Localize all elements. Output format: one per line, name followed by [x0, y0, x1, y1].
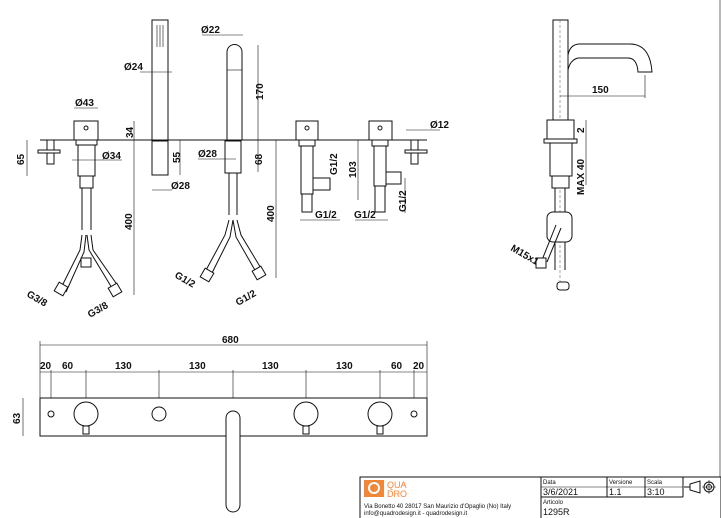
hand-shower	[151, 19, 169, 176]
dim-spacing: 60	[62, 361, 74, 372]
dim-height-103: 103	[348, 161, 359, 178]
article-value: 1295R	[543, 507, 570, 517]
date-label: Data	[543, 480, 556, 486]
version-label: Versione	[609, 480, 633, 486]
dim-thread-g12-hose-a: G1/2	[173, 270, 198, 291]
left-fixing-stud	[37, 139, 61, 165]
logo-text-qua: QUA	[387, 480, 407, 490]
company-contact: info@quadrodesign.it - quadrodesign.it	[364, 511, 467, 517]
dim-spacing: 60	[391, 361, 403, 372]
dim-thread-g38-b: G3/8	[86, 300, 111, 321]
dim-height-34: 34	[125, 126, 136, 138]
dim-hose-400-mid: 400	[266, 205, 277, 222]
dim-height-55: 55	[172, 151, 183, 163]
quadro-logo: QUA DRO	[364, 480, 407, 499]
dim-total-680: 680	[222, 335, 239, 346]
dim-spacing: 130	[336, 361, 353, 372]
dim-diameter-28-spout: Ø28	[198, 149, 217, 160]
dim-spacing: 130	[115, 361, 132, 372]
dim-thread-g38-a: G3/8	[25, 289, 50, 310]
scale-label: Scala	[647, 480, 663, 486]
dim-height-65: 65	[16, 153, 27, 165]
dim-gap-2: 2	[576, 127, 587, 133]
logo-text-dro: DRO	[387, 489, 407, 499]
date-value: 3/6/2021	[543, 487, 578, 497]
dim-thread-g12-h2: G1/2	[354, 210, 376, 221]
dim-spacing: 130	[262, 361, 279, 372]
dim-diameter-12: Ø12	[430, 120, 449, 131]
article-label: Articolo	[543, 500, 564, 506]
dim-reach-150: 150	[592, 85, 609, 96]
side-view: 150 2 MAX 40 M15x1	[509, 19, 653, 291]
dim-diameter-28-holder: Ø28	[171, 181, 190, 192]
company-address: Via Bonetto 40 28017 San Maurizio d'Opag…	[364, 504, 511, 510]
valve-2	[368, 120, 402, 213]
valve-1	[295, 120, 331, 213]
version-value: 1.1	[609, 487, 622, 497]
dim-height-170: 170	[255, 83, 266, 100]
top-view: 680 20 60 130 130 130 130 60 20 63	[12, 335, 428, 513]
dim-spacing: 20	[413, 361, 425, 372]
scale-value: 3:10	[647, 487, 665, 497]
front-dimension-lines	[26, 34, 440, 295]
title-block: QUA DRO Via Bonetto 40 28017 San Maurizi…	[359, 476, 721, 518]
dim-thread-g12-h1: G1/2	[315, 210, 337, 221]
dim-max-40: MAX 40	[576, 158, 587, 195]
left-mixer	[53, 120, 123, 298]
dim-thread-g12-v1: G1/2	[329, 153, 340, 175]
dim-diameter-43: Ø43	[75, 98, 94, 109]
dim-thread-g12-hose-b: G1/2	[234, 288, 259, 309]
dim-hose-400-left: 400	[124, 213, 135, 230]
first-angle-projection-icon	[684, 480, 716, 494]
right-fixing-stud	[404, 139, 428, 165]
dim-spacing: 20	[40, 361, 52, 372]
spout	[199, 44, 267, 283]
dim-thread-g12-v2: G1/2	[398, 190, 409, 212]
dim-thread-m15x1: M15x1	[509, 243, 541, 268]
dim-spacing: 130	[189, 361, 206, 372]
front-view: Ø43 Ø24 Ø22 170 34 Ø34 55 Ø28 Ø28 68 400…	[16, 19, 449, 321]
dim-diameter-34: Ø34	[102, 151, 121, 162]
dim-diameter-24: Ø24	[124, 62, 143, 73]
dim-height-68: 68	[254, 153, 265, 165]
dim-depth-63: 63	[12, 412, 23, 424]
dim-diameter-22: Ø22	[201, 25, 220, 36]
